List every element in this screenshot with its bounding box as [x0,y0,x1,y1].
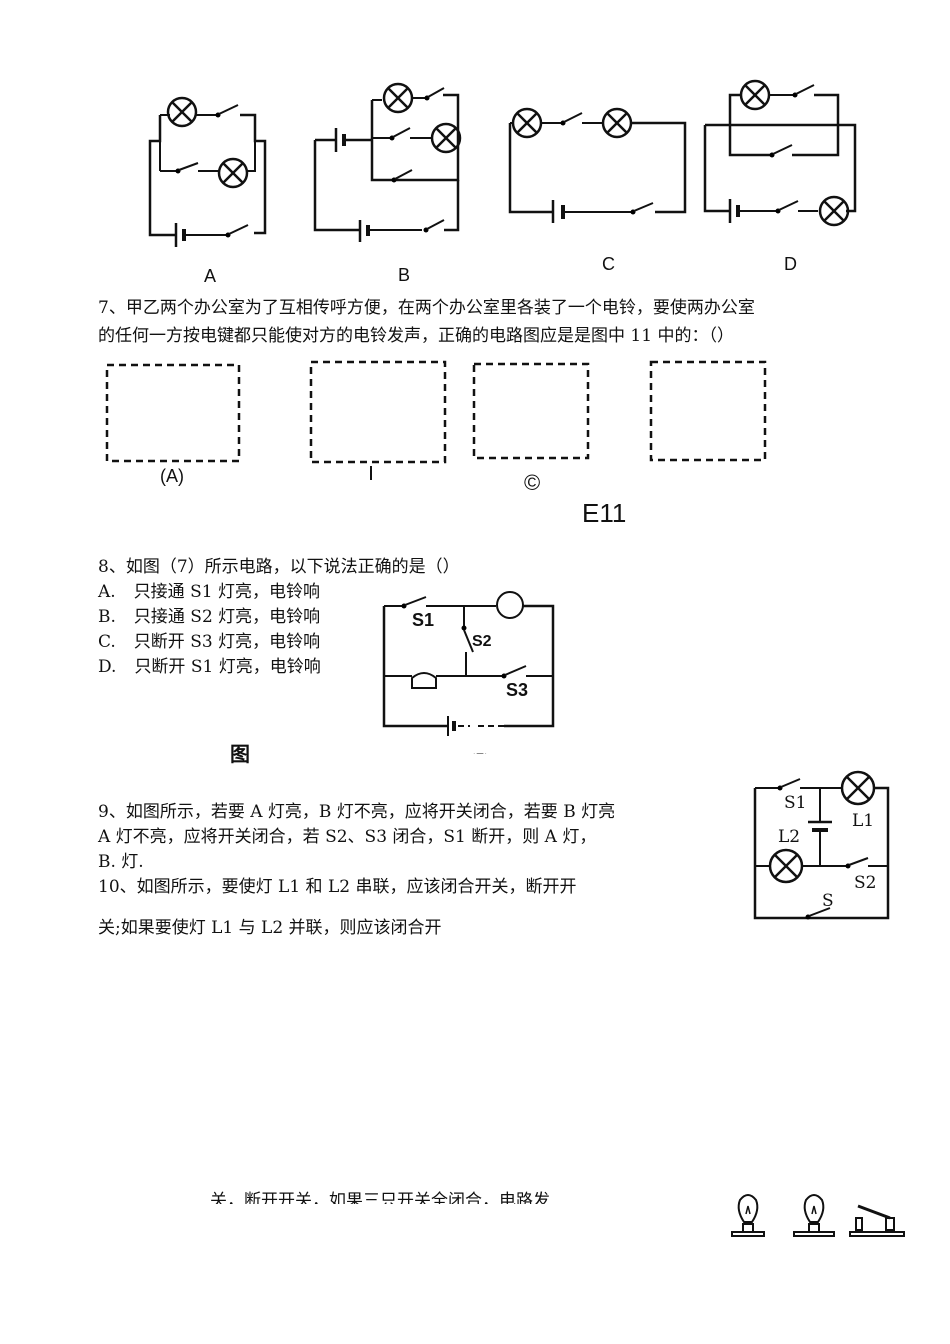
label-l2: L2 [778,827,800,847]
question-10-line-1: 10、如图所示，要使灯 L1 和 L2 串联，应该闭合开关，断开开 [98,877,577,897]
option-text: 只接通 S1 灯亮，电铃响 [133,582,320,602]
question-9-line-3: B. 灯. [98,852,144,872]
label-l1: L1 [852,811,874,831]
question-8-option-d: D. 只断开 S1 灯亮，电铃响 [98,654,321,680]
option-text: 只接通 S2 灯亮，电铃响 [133,607,321,627]
circuit-diagram-c: C [508,107,687,274]
circuit-diagram-d: D [703,79,857,274]
switch-label-s2: S2 [472,633,492,650]
dashed-box-c-label: © [524,470,541,495]
dashed-box-d [649,360,767,462]
option-text: 只断开 S3 灯亮，电铃响 [133,632,321,652]
circuit-diagram-q8: S1 S2 S3 [382,591,555,736]
question-7-line-2: 的任何一方按电键都只能使对方的电铃发声，正确的电路图应是是图中 11 中的：（） [98,326,734,346]
switch-label-s3: S3 [506,680,528,700]
option-letter: B. [98,607,116,627]
option-letter: A. [98,582,116,602]
label-s: S [822,891,834,911]
question-9-line-1: 9、如图所示，若要 A 灯亮，B 灯不亮，应将开关闭合，若要 B 灯亮 [98,802,616,822]
switch-label-s1: S1 [412,610,434,630]
question-8-stem: 8、如图（7）所示电路，以下说法正确的是（） [98,557,460,577]
diagram-label-b: B [398,265,410,285]
option-letter: C. [98,632,116,652]
circuit-diagram-b: B [313,82,462,285]
diagram-label-a: A [204,266,216,286]
circuit-diagram-a: A [148,96,267,286]
option-text: 只断开 S1 灯亮，电铃响 [134,657,321,677]
label-s1: S1 [784,793,806,813]
bulbs-and-switch-illustration [731,1194,905,1237]
dashed-box-a-label: (A) [160,466,184,486]
footer-partial-line: 关，断开开关，如果三只开关全闭合，电路发 [210,1191,550,1204]
question-8-option-c: C. 只断开 S3 灯亮，电铃响 [98,629,320,655]
dashed-box-b [309,360,447,480]
question-9-line-2: A 灯不亮，应将开关闭合，若 S2、S3 闭合，S1 断开，则 A 灯， [98,827,597,847]
circuit-diagram-right: S1 L1 L2 S2 S [753,770,890,920]
question-7-line-1: 7、甲乙两个办公室为了互相传呼方便，在两个办公室里各装了一个电铃，要使两办公室 [98,298,755,318]
question-10-line-2: 关;如果要使灯 L1 与 L2 并联，则应该闭合开 [98,918,442,938]
option-letter: D. [98,657,117,677]
diagram-label-c: C [602,254,615,274]
figure-label-e11: E11 [582,498,627,528]
diagram-label-d: D [784,254,797,274]
question-8-option-b: B. 只接通 S2 灯亮，电铃响 [98,604,320,630]
dashed-box-c [472,362,590,460]
question-8-option-a: A. 只接通 S1 灯亮，电铃响 [98,579,320,605]
label-s2: S2 [854,873,876,893]
figure-number: (7) [470,752,490,766]
figure-word: 图 [230,742,250,766]
dashed-box-a [105,363,241,463]
